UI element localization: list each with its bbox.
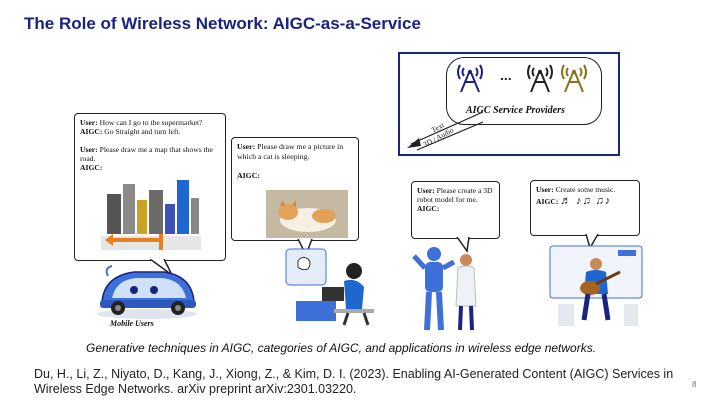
cell-tower-icon: [561, 64, 587, 93]
cell-tower-icon: [527, 64, 553, 93]
provider-label: AIGC Service Providers: [466, 105, 565, 116]
aigc-label: AIGC:: [237, 171, 260, 180]
page-number: 8: [692, 380, 697, 389]
user-label: User:: [80, 145, 98, 154]
citation: Du, H., Li, Z., Niyato, D., Kang, J., Xi…: [34, 367, 674, 396]
picture-chat-bubble: User: Please draw me a picture in which …: [231, 137, 359, 241]
cell-tower-icon: [457, 64, 483, 93]
sleeping-cat-image: [266, 190, 348, 238]
provider-cloud-bubble: [446, 57, 602, 125]
aigc-label: AIGC:: [80, 127, 103, 136]
music-chat-bubble: User: Create some music. AIGC: ♬ ♪♫ ♫♪: [530, 180, 640, 236]
mobile-users-label: Mobile Users: [110, 319, 154, 328]
laptop-user-illustration: [285, 248, 374, 326]
providers-ellipsis: ...: [500, 67, 512, 83]
city-map-illustration: [101, 180, 201, 250]
user-message: Create some music.: [555, 185, 616, 194]
user-label: User:: [80, 118, 98, 127]
robot-chat-bubble: User: Please create a 3D robot model for…: [411, 181, 500, 239]
bubble-tail: [456, 237, 470, 253]
arrow-icon: [407, 111, 484, 151]
nav-chat-bubble: User: How can I go to the supermarket? A…: [74, 113, 226, 261]
autonomous-car-illustration: [97, 265, 197, 319]
music-notes-icon: ♬ ♪♫ ♫♪: [560, 195, 612, 207]
figure-caption: Generative techniques in AIGC, categorie…: [86, 341, 597, 355]
aigc-label: AIGC:: [417, 204, 440, 213]
user-message: Please create a 3D robot model for me.: [417, 186, 493, 204]
aigc-label: AIGC:: [536, 197, 559, 206]
robot-and-scientist-illustration: [412, 247, 477, 331]
user-label: User:: [536, 185, 554, 194]
slide-title: The Role of Wireless Network: AIGC-as-a-…: [24, 14, 421, 33]
user-label: User:: [417, 186, 435, 195]
user-message: Please draw me a map that shows the road…: [80, 145, 213, 163]
user-message: How can I go to the supermarket?: [99, 118, 203, 127]
aigc-label: AIGC:: [80, 163, 103, 172]
user-message: Please draw me a picture in which a cat …: [237, 142, 344, 161]
aigc-message: Go Straight and turn left.: [104, 127, 181, 136]
user-label: User:: [237, 142, 256, 151]
guitarist-illustration: [549, 245, 643, 326]
